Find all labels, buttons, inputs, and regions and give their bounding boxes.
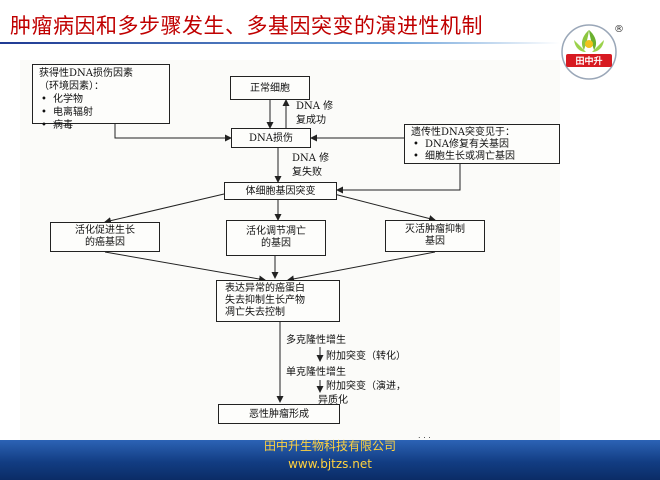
abnormal-expression-line: 表达异常的癌蛋白: [225, 283, 305, 294]
slide-title: 肿瘤病因和多步骤发生、多基因突变的演进性机制: [10, 14, 483, 38]
hereditary-mutation-box: 遗传性DNA突变见于： DNA修复有关基因 细胞生长或凋亡基因: [404, 124, 560, 164]
abnormal-expression-box: 表达异常的癌蛋白 失去抑制生长产物 凋亡失去控制: [216, 280, 340, 322]
env-factors-list: 化学物 电离辐射 病毒: [39, 93, 163, 132]
repair-fail-line: 复失败: [292, 167, 322, 178]
repair-success-line: DNA 修: [296, 101, 334, 112]
malignant-tumor-label: 恶性肿瘤形成: [249, 408, 309, 420]
connector-lines: . . .: [104, 99, 461, 440]
dna-damage-label: DNA损伤: [249, 132, 293, 144]
heterogeneity-note: 异质化: [318, 395, 348, 406]
arrow-mutation-to-suppressor: [333, 193, 436, 222]
somatic-mutation-box: 体细胞基因突变: [224, 182, 337, 200]
suppressor-genes-box: 灭活肿瘤抑制 基因: [385, 220, 485, 252]
footer-band: [0, 440, 660, 480]
svg-text:. . .: . . .: [418, 431, 431, 440]
env-factor-item: 电离辐射: [39, 106, 163, 119]
hereditary-list: DNA修复有关基因 细胞生长或凋亡基因: [411, 139, 553, 163]
env-factors-box: 获得性DNA损伤因素 （环境因素）： 化学物 电离辐射 病毒: [32, 64, 170, 132]
title-underline: [0, 42, 560, 44]
activate-oncogenes-box: 活化促进生长 的癌基因: [50, 222, 160, 252]
repair-fail-line: DNA 修: [292, 153, 330, 164]
repair-success-note: DNA 修 复成功: [296, 100, 333, 128]
arrow-hereditary-to-mutation: [336, 163, 461, 194]
monoclonal-note: 单克隆性增生: [286, 367, 346, 378]
pathogenesis-flowchart: . . . 获得性DNA损伤因素 （环境因素）： 化学物 电离辐射 病毒 正常细…: [20, 60, 560, 440]
polyclonal-note: 多克隆性增生: [286, 335, 346, 346]
arrow-suppressor-converge: [287, 251, 436, 283]
normal-cell-box: 正常细胞: [230, 76, 310, 100]
footer-website-link[interactable]: www.bjtzs.net: [288, 457, 372, 471]
apoptosis-genes-line: 活化调节凋亡: [246, 226, 306, 237]
logo-text: 田中升: [575, 55, 602, 67]
arrow-mutation-to-oncogenes: [104, 193, 225, 225]
hereditary-item: 细胞生长或凋亡基因: [411, 151, 553, 163]
registered-mark: ®: [614, 24, 624, 35]
apoptosis-genes-box: 活化调节凋亡 的基因: [226, 220, 326, 256]
dna-damage-box: DNA损伤: [231, 128, 311, 148]
abnormal-expression-line: 凋亡失去控制: [225, 307, 285, 318]
suppressor-genes-line: 基因: [425, 236, 445, 247]
company-logo-icon: 田中升: [561, 24, 617, 80]
activate-oncogenes-line: 的癌基因: [85, 237, 125, 248]
abnormal-expression-line: 失去抑制生长产物: [225, 295, 305, 306]
normal-cell-label: 正常细胞: [250, 82, 290, 94]
malignant-tumor-box: 恶性肿瘤形成: [218, 404, 340, 424]
repair-success-line: 复成功: [296, 115, 326, 126]
arrow-oncogenes-converge: [104, 251, 266, 283]
repair-fail-note: DNA 修 复失败: [292, 152, 329, 180]
hereditary-item: DNA修复有关基因: [411, 139, 553, 151]
env-factors-title: 获得性DNA损伤因素: [39, 68, 133, 79]
suppressor-genes-line: 灭活肿瘤抑制: [405, 224, 465, 235]
extra-mutation-2-note: 附加突变（演进，: [326, 381, 406, 392]
env-factor-item: 化学物: [39, 93, 163, 106]
activate-oncogenes-line: 活化促进生长: [75, 225, 135, 236]
apoptosis-genes-line: 的基因: [261, 238, 291, 249]
env-factor-item: 病毒: [39, 119, 163, 132]
footer-company-name: 田中升生物科技有限公司: [263, 439, 396, 453]
extra-mutation-1-note: 附加突变（转化）: [326, 351, 406, 362]
env-factors-subtitle: （环境因素）：: [39, 81, 104, 92]
somatic-mutation-label: 体细胞基因突变: [245, 185, 316, 197]
hereditary-title: 遗传性DNA突变见于：: [411, 127, 515, 138]
